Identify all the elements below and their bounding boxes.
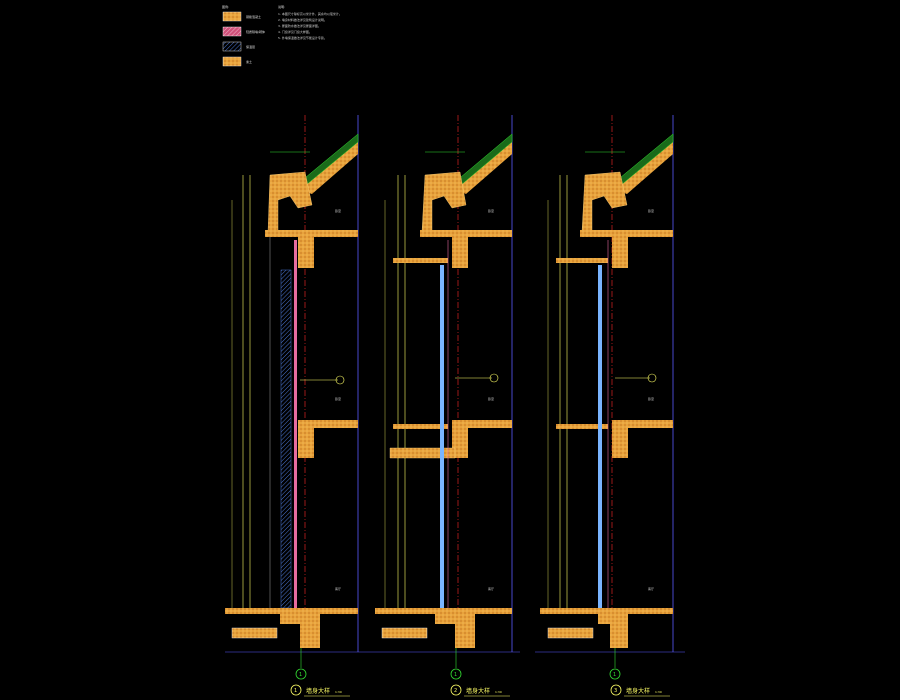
legend-label: 保温层	[246, 44, 255, 49]
beam	[298, 420, 314, 458]
roof-slab	[300, 142, 358, 194]
window-sill	[556, 424, 608, 429]
window-sill	[393, 424, 448, 429]
legend-item: 保温层	[222, 41, 255, 52]
room-label: 客厅	[648, 586, 654, 591]
window-sill	[556, 258, 608, 263]
legend-swatch-soil	[222, 56, 242, 67]
floor-slab	[612, 420, 673, 428]
beam	[452, 420, 468, 458]
legend-item: 钢筋混凝土	[222, 11, 261, 22]
beam	[452, 230, 468, 268]
axis-bubble	[450, 668, 462, 680]
balcony-slab	[389, 447, 456, 459]
legend-label: 素土	[246, 59, 252, 64]
callout-circle	[335, 375, 345, 385]
room-label: 卧室	[648, 396, 654, 401]
detail-number-bubble	[290, 684, 302, 696]
legend-label: 钢筋混凝土	[246, 14, 261, 19]
room-label: 卧室	[335, 396, 341, 401]
legend-item: 素土	[222, 56, 252, 67]
soil	[547, 627, 594, 639]
wall-section-detail-3: 卧室 卧室 客厅 1 3 墙身大样 1:30	[535, 115, 685, 697]
note-line: 2. 墙身材料做法详见建筑设计说明。	[278, 17, 327, 22]
detail-title: 墙身大样	[466, 687, 490, 695]
detail-scale: 1:30	[335, 690, 342, 694]
roof-layers	[614, 133, 674, 191]
foundation	[598, 614, 628, 648]
legend-swatch-partition	[222, 26, 242, 37]
room-label: 客厅	[488, 586, 494, 591]
detail-title: 墙身大样	[306, 687, 330, 695]
glass-curtain	[440, 265, 444, 608]
detail-number-bubble	[610, 684, 622, 696]
wall-section-detail-1: 卧室 卧室 客厅 1 1 墙身大样 1:30	[225, 115, 370, 697]
ground-slab	[540, 608, 673, 614]
room-label: 客厅	[335, 586, 341, 591]
axis-number: 1	[613, 672, 616, 678]
axis-bubble	[609, 668, 621, 680]
beam	[612, 420, 628, 458]
glass-curtain	[598, 265, 602, 608]
note-line: 3. 屋面防水做法详见屋面详图。	[278, 23, 321, 28]
legend-item: 轻质隔墙/砌体	[222, 26, 265, 37]
window-sill	[393, 258, 448, 263]
room-label: 卧室	[488, 396, 494, 401]
beam	[298, 230, 314, 268]
wall-section-detail-2: 卧室 卧室 客厅 1 2 墙身大样 1:30	[370, 115, 520, 697]
room-label: 卧室	[648, 208, 654, 213]
detail-number: 3	[614, 688, 617, 694]
ground-slab	[225, 608, 358, 614]
room-label: 卧室	[335, 208, 341, 213]
eave-gutter	[421, 171, 467, 233]
note-line: 1. 本图尺寸除标高以米计外，其余均以毫米计。	[278, 11, 342, 16]
callout-circle	[647, 373, 657, 383]
ground-slab	[375, 608, 512, 614]
legend: 图例: 钢筋混凝土 轻质隔墙/砌体 保温层 素土	[222, 4, 265, 67]
beam	[612, 230, 628, 268]
detail-number: 1	[294, 688, 297, 694]
room-label: 卧室	[488, 208, 494, 213]
soil	[231, 627, 278, 639]
callout-circle	[489, 373, 499, 383]
notes-title: 说明:	[278, 4, 285, 9]
roof-layers	[454, 133, 513, 191]
axis-number: 1	[454, 672, 457, 678]
legend-swatch-concrete	[222, 11, 242, 22]
floor-slab	[298, 420, 358, 428]
notes: 说明: 1. 本图尺寸除标高以米计外，其余均以毫米计。 2. 墙身材料做法详见建…	[278, 4, 342, 40]
roof-slab	[615, 142, 673, 194]
soil	[381, 627, 428, 639]
legend-swatch-insulation	[222, 41, 242, 52]
insulation-layer	[280, 269, 292, 609]
detail-scale: 1:30	[655, 690, 662, 694]
detail-number: 2	[454, 688, 457, 694]
axis-bubble	[295, 668, 307, 680]
roof-slab	[455, 142, 512, 194]
floor-slab	[452, 420, 512, 428]
axis-number: 1	[299, 672, 302, 678]
legend-label: 轻质隔墙/砌体	[246, 29, 265, 34]
roof-layers	[299, 133, 359, 191]
detail-number-bubble	[450, 684, 462, 696]
detail-title: 墙身大样	[626, 687, 650, 695]
partition-wall	[294, 240, 297, 608]
foundation	[280, 614, 320, 648]
eave-gutter	[581, 171, 628, 233]
note-line: 4. 门窗详见门窗大样图。	[278, 29, 312, 34]
detail-scale: 1:30	[495, 690, 502, 694]
eave-gutter	[267, 171, 313, 233]
legend-title: 图例:	[222, 4, 229, 9]
note-line: 5. 外墙保温做法详见节能设计专篇。	[278, 35, 327, 40]
foundation	[435, 614, 475, 648]
